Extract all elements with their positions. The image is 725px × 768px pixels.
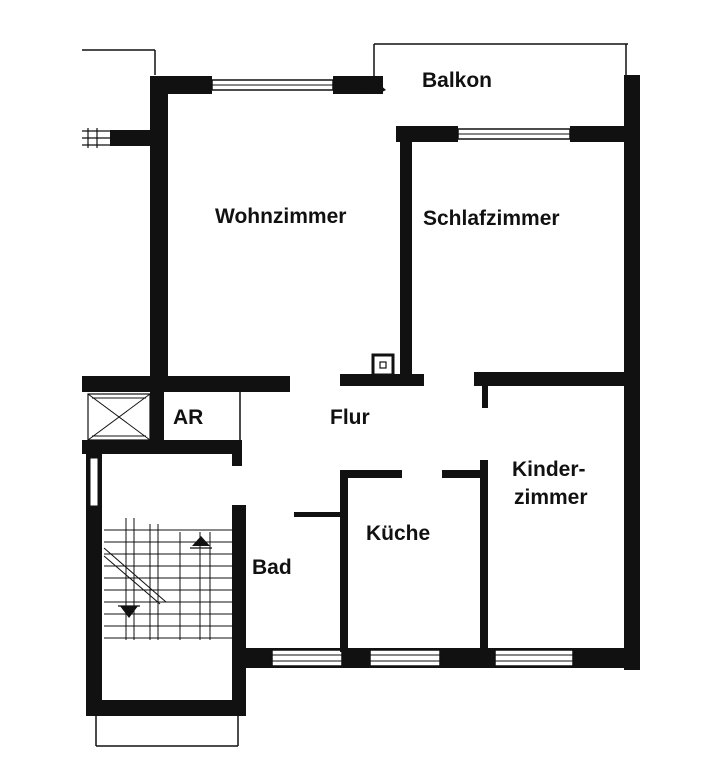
interior-walls [82, 130, 630, 715]
label-kueche: Küche [366, 522, 430, 545]
label-ar: AR [173, 406, 203, 429]
balcony-outline [373, 43, 628, 128]
elevator-shaft [87, 393, 151, 441]
staircase [86, 448, 246, 747]
exterior-walls [150, 75, 640, 670]
neighbor-structure [82, 49, 160, 148]
label-wohnzimmer: Wohnzimmer [215, 205, 346, 228]
label-balkon: Balkon [422, 69, 492, 92]
label-schlafzimmer: Schlafzimmer [423, 207, 560, 230]
label-kinderzimmer-line2: zimmer [514, 486, 588, 509]
label-bad: Bad [252, 556, 292, 579]
label-flur: Flur [330, 406, 370, 429]
label-kinderzimmer-line1: Kinder- [512, 458, 586, 481]
